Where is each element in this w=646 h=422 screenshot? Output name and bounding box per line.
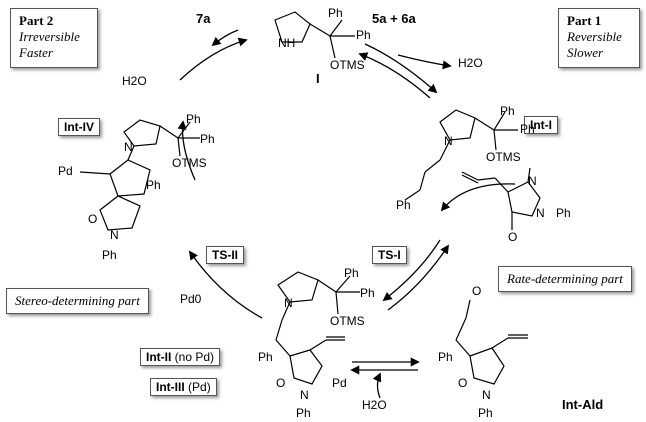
arrow-top-right-forward: [364, 43, 438, 94]
enolate-n-1: N: [528, 174, 537, 188]
int-ald-structure: [455, 299, 528, 385]
int-iv-ph-1: Ph: [186, 112, 201, 126]
arrow-ts1-reverse: [387, 244, 450, 311]
enolate-n-2: N: [536, 206, 545, 220]
ts-ph-1: Ph: [344, 266, 359, 280]
int-iv-o: O: [88, 212, 98, 226]
int-iv-otms: OTMS: [172, 156, 207, 170]
reactants-label: 5a + 6a: [372, 11, 416, 26]
enolate-o: O: [508, 230, 518, 244]
part2-title: Part 2: [19, 13, 54, 28]
ts-ph-4: Ph: [296, 406, 311, 420]
arrow-left-up: [177, 120, 196, 181]
int-iii-label: Int-III (Pd): [150, 378, 217, 396]
catalyst-nh: NH: [278, 36, 296, 50]
int-i-structure: [404, 109, 518, 201]
int-iv-structure: [79, 119, 200, 231]
enolate-ph: Ph: [556, 206, 571, 220]
int-iv-pd: Pd: [58, 164, 73, 178]
part2-box: Part 2 Irreversible Faster: [10, 8, 98, 68]
int-iv-ph-2: Ph: [200, 132, 215, 146]
pd0-label: Pd0: [180, 292, 202, 306]
int-ii-label: Int-II (no Pd): [140, 348, 221, 366]
ts-ph-2: Ph: [360, 286, 375, 300]
int-ald-ph-2: Ph: [478, 406, 493, 420]
int-i-otms: OTMS: [486, 150, 521, 164]
catalyst-ph-1: Ph: [328, 6, 343, 20]
int-iv-label: Int-IV: [58, 118, 100, 136]
arrow-top-left: [179, 37, 248, 81]
part1-line2: Slower: [567, 45, 604, 60]
part2-line2: Faster: [19, 45, 53, 60]
int-i-ph-3: Ph: [396, 198, 411, 212]
int-ald-o-top: O: [472, 284, 482, 298]
catalyst-ph-2: Ph: [356, 28, 371, 42]
int-ald-n: N: [482, 388, 491, 402]
water-top-right: H2O: [458, 56, 483, 70]
arrow-enolate-in: [440, 183, 516, 212]
rate-note: Rate-determining part: [498, 266, 632, 292]
int-ii-name: Int-II: [146, 350, 172, 364]
int-i-ph-2: Ph: [520, 122, 535, 136]
part1-box: Part 1 Reversible Slower: [558, 8, 640, 68]
part1-title: Part 1: [567, 13, 602, 28]
ts-i-label: TS-I: [372, 246, 407, 264]
int-iv-ph-3: Ph: [146, 178, 161, 192]
int-ald-label: Int-Ald: [562, 397, 604, 412]
int-i-label: Int-I: [524, 116, 558, 134]
enolate-structure: [461, 167, 541, 230]
arrow-water: [372, 372, 382, 399]
arrow-ts2: [188, 250, 263, 319]
ts-otms: OTMS: [330, 314, 365, 328]
int-i-ph-1: Ph: [500, 104, 515, 118]
ts-ii-label: TS-II: [206, 246, 244, 264]
product-7a: 7a: [196, 11, 211, 26]
catalyst-structure: [274, 11, 355, 59]
part2-line1: Irreversible: [19, 29, 80, 44]
stereo-note: Stereo-determining part: [6, 288, 149, 314]
ts-o: O: [276, 376, 286, 390]
part1-line1: Reversible: [567, 29, 622, 44]
ts-n-2: N: [300, 388, 309, 402]
water-top-left: H2O: [122, 74, 147, 88]
int-iii-name: Int-III: [156, 380, 185, 394]
int-iv-n: N: [124, 140, 133, 154]
arrow-h2o-out: [397, 54, 452, 70]
ts-structure: [275, 271, 360, 385]
int-ald-o: O: [458, 376, 468, 390]
int-ald-ph: Ph: [438, 350, 453, 364]
int-i-n: N: [444, 134, 453, 148]
arrow-ts1-forward: [382, 239, 441, 302]
water-bottom: H2O: [362, 398, 387, 412]
int-iv-ph-4: Ph: [102, 248, 117, 262]
cycle-arrows: [177, 29, 516, 399]
catalyst-otms: OTMS: [330, 58, 365, 72]
catalyst-label: I: [316, 71, 320, 86]
int-iv-n-2: N: [110, 228, 119, 242]
arrow-top-right-reverse: [358, 52, 431, 99]
ts-n: N: [284, 296, 293, 310]
int-iii-note: (Pd): [188, 380, 211, 394]
arrow-to-7a: [211, 29, 239, 47]
pd-label: Pd: [332, 376, 347, 390]
int-ii-note: (no Pd): [174, 350, 215, 364]
ts-ph-3: Ph: [258, 350, 273, 364]
